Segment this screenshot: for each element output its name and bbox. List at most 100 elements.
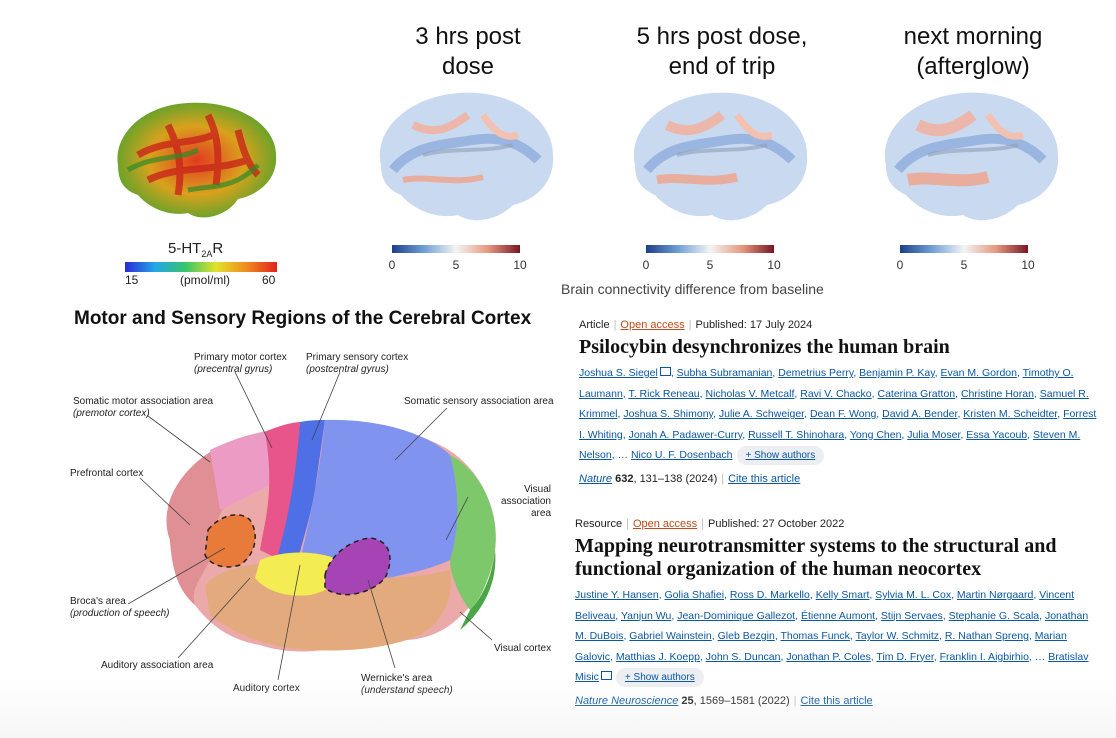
article-2: Resource|Open access|Published: 27 Octob… <box>575 518 1095 707</box>
time-point-title: 5 hrs post dose, end of trip <box>636 23 808 80</box>
cite-this-article-link[interactable]: Cite this article <box>800 694 873 707</box>
author-link[interactable]: Gleb Bezgin <box>717 630 775 643</box>
label-prefrontal: Prefrontal cortex <box>70 468 144 479</box>
author-link[interactable]: Samuel R. Krimmel <box>579 387 1089 421</box>
author-link[interactable]: Sylvia M. L. Cox <box>875 589 952 601</box>
author-link[interactable]: Taylor W. Schmitz <box>855 630 940 643</box>
author-link[interactable]: John S. Duncan <box>705 650 781 663</box>
author-link[interactable]: Joshua S. Siegel <box>579 367 658 379</box>
author-link[interactable]: Jonathan M. DuBois <box>575 609 1089 643</box>
author-link[interactable]: Benjamin P. Kay <box>859 367 935 379</box>
author-link[interactable]: Étienne Aumont <box>800 609 876 622</box>
author-link[interactable]: Vincent Beliveau <box>575 589 1075 622</box>
author-link[interactable]: Marian Galovic <box>575 630 1067 663</box>
colorbar-tick-label: 5 <box>452 258 460 272</box>
author-list: Joshua S. Siegel, Subha Subramanian, Dem… <box>579 363 1099 466</box>
article-type: Article <box>579 319 610 331</box>
label-auditory-association: Auditory association area <box>101 660 214 671</box>
author-link[interactable]: Jean-Dominique Gallezot <box>677 609 796 622</box>
author-link[interactable]: Julia Moser <box>907 428 961 441</box>
colorbar-tick-label: 10 <box>767 258 781 272</box>
connectivity-colorbar <box>646 245 774 253</box>
author-link[interactable]: Steven M. Nelson <box>579 428 1081 462</box>
receptor-colorbar-unit: (pmol/ml) <box>180 273 230 287</box>
author-link[interactable]: Kristen M. Scheidter <box>963 408 1058 421</box>
journal-link[interactable]: Nature <box>579 472 613 485</box>
author-link[interactable]: Golia Shafiei <box>664 589 725 601</box>
author-link[interactable]: Subha Subramanian <box>676 367 773 379</box>
author-link[interactable]: Ross D. Markello <box>729 589 810 601</box>
journal-volume: 25 <box>678 694 694 707</box>
author-link[interactable]: Caterina Gratton <box>877 387 956 400</box>
cortex-figure-title: Motor and Sensory Regions of the Cerebra… <box>74 308 532 329</box>
label-primary-sensory: Primary sensory cortex(postcentral gyrus… <box>306 352 409 375</box>
author-link[interactable]: Essa Yacoub <box>966 428 1028 441</box>
published-date: Published: 17 July 2024 <box>695 319 813 331</box>
article-title[interactable]: Mapping neurotransmitter systems to the … <box>575 535 1057 580</box>
show-authors-button[interactable]: + Show authors <box>736 446 825 466</box>
author-link[interactable]: Justine Y. Hansen <box>575 589 659 601</box>
author-link[interactable]: Kelly Smart <box>815 589 870 601</box>
author-link[interactable]: Franklin I. Aigbirhio <box>939 650 1029 663</box>
author-link[interactable]: Dean F. Wong <box>809 408 877 421</box>
colorbar-tick-label: 10 <box>1021 258 1035 272</box>
author-link[interactable]: Ravi V. Chacko <box>800 387 872 400</box>
label-auditory: Auditory cortex <box>233 683 300 694</box>
author-link[interactable]: Yanjun Wu <box>620 609 672 622</box>
author-link[interactable]: Tim D. Fryer <box>876 650 934 663</box>
author-link[interactable]: Joshua S. Shimony <box>623 408 714 421</box>
time-point-title: 3 hrs post dose <box>415 23 521 80</box>
article-title[interactable]: Psilocybin desynchronizes the human brai… <box>579 336 950 358</box>
author-link[interactable]: Stijn Servaes <box>880 609 943 622</box>
author-link[interactable]: Russell T. Shinohara <box>748 428 845 441</box>
author-link[interactable]: Jonah A. Padawer-Curry <box>628 428 743 441</box>
connectivity-brain-image <box>633 92 808 221</box>
connectivity-brain-image <box>379 92 554 221</box>
author-link[interactable]: Christine Horan <box>960 387 1034 400</box>
cite-this-article-link[interactable]: Cite this article <box>728 472 801 485</box>
author-link[interactable]: David A. Bender <box>882 408 958 421</box>
connectivity-brain-image <box>884 92 1059 221</box>
author-link[interactable]: Evan M. Gordon <box>940 367 1017 379</box>
author-link[interactable]: Jonathan P. Coles <box>786 650 871 663</box>
author-link[interactable]: Forrest I. Whiting <box>579 408 1097 441</box>
label-wernicke: Wernicke's area(understand speech) <box>361 673 453 696</box>
author-link[interactable]: Gabriel Wainstein <box>629 630 712 643</box>
author-link[interactable]: Martin Nørgaard <box>956 589 1034 601</box>
time-point-title: next morning (afterglow) <box>903 23 1043 80</box>
label-broca: Broca's area(production of speech) <box>70 596 170 619</box>
receptor-colorbar-title: 5-HT2AR <box>168 240 224 259</box>
author-link[interactable]: Nico U. F. Dosenbach <box>630 449 733 462</box>
author-link[interactable]: Timothy O. Laumann <box>579 367 1074 400</box>
author-link[interactable]: Bratislav Misic <box>575 650 1089 684</box>
journal-pages: , 1569–1581 (2022) <box>693 694 790 707</box>
author-link[interactable]: Matthias J. Koepp <box>615 650 700 663</box>
email-icon[interactable] <box>600 671 612 681</box>
author-link[interactable]: Thomas Funck <box>780 630 850 643</box>
author-link[interactable]: T. Rick Reneau <box>628 387 700 400</box>
journal-link[interactable]: Nature Neuroscience <box>575 694 679 707</box>
label-visual-cortex: Visual cortex <box>494 643 552 654</box>
open-access-link[interactable]: Open access <box>632 518 698 530</box>
author-link[interactable]: Nicholas V. Metcalf <box>705 387 795 400</box>
email-icon[interactable] <box>659 367 671 376</box>
receptor-density-brain-image <box>117 102 277 218</box>
article-type: Resource <box>575 518 623 530</box>
author-link[interactable]: Yong Chen <box>849 428 902 441</box>
open-access-link[interactable]: Open access <box>620 319 685 331</box>
author-link[interactable]: Stephanie G. Scala <box>948 609 1040 622</box>
author-link[interactable]: Demetrius Perry <box>778 367 854 379</box>
citation-line: Nature Neuroscience 25, 1569–1581 (2022)… <box>575 694 873 707</box>
author-link[interactable]: R. Nathan Spreng <box>944 630 1029 643</box>
article-1: Article|Open access|Published: 17 July 2… <box>579 319 1099 485</box>
journal-volume: 632 <box>612 472 634 485</box>
published-date: Published: 27 October 2022 <box>708 518 845 530</box>
author-link[interactable]: Julie A. Schweiger <box>718 408 805 421</box>
colorbar-tick-label: 0 <box>642 258 650 272</box>
article-meta: Resource|Open access|Published: 27 Octob… <box>575 518 845 530</box>
colorbar-tick-label: 0 <box>896 258 904 272</box>
colorbar-tick-label: 0 <box>388 258 396 272</box>
show-authors-button[interactable]: + Show authors <box>615 668 704 688</box>
label-somatic-sensory: Somatic sensory association area <box>404 396 554 407</box>
